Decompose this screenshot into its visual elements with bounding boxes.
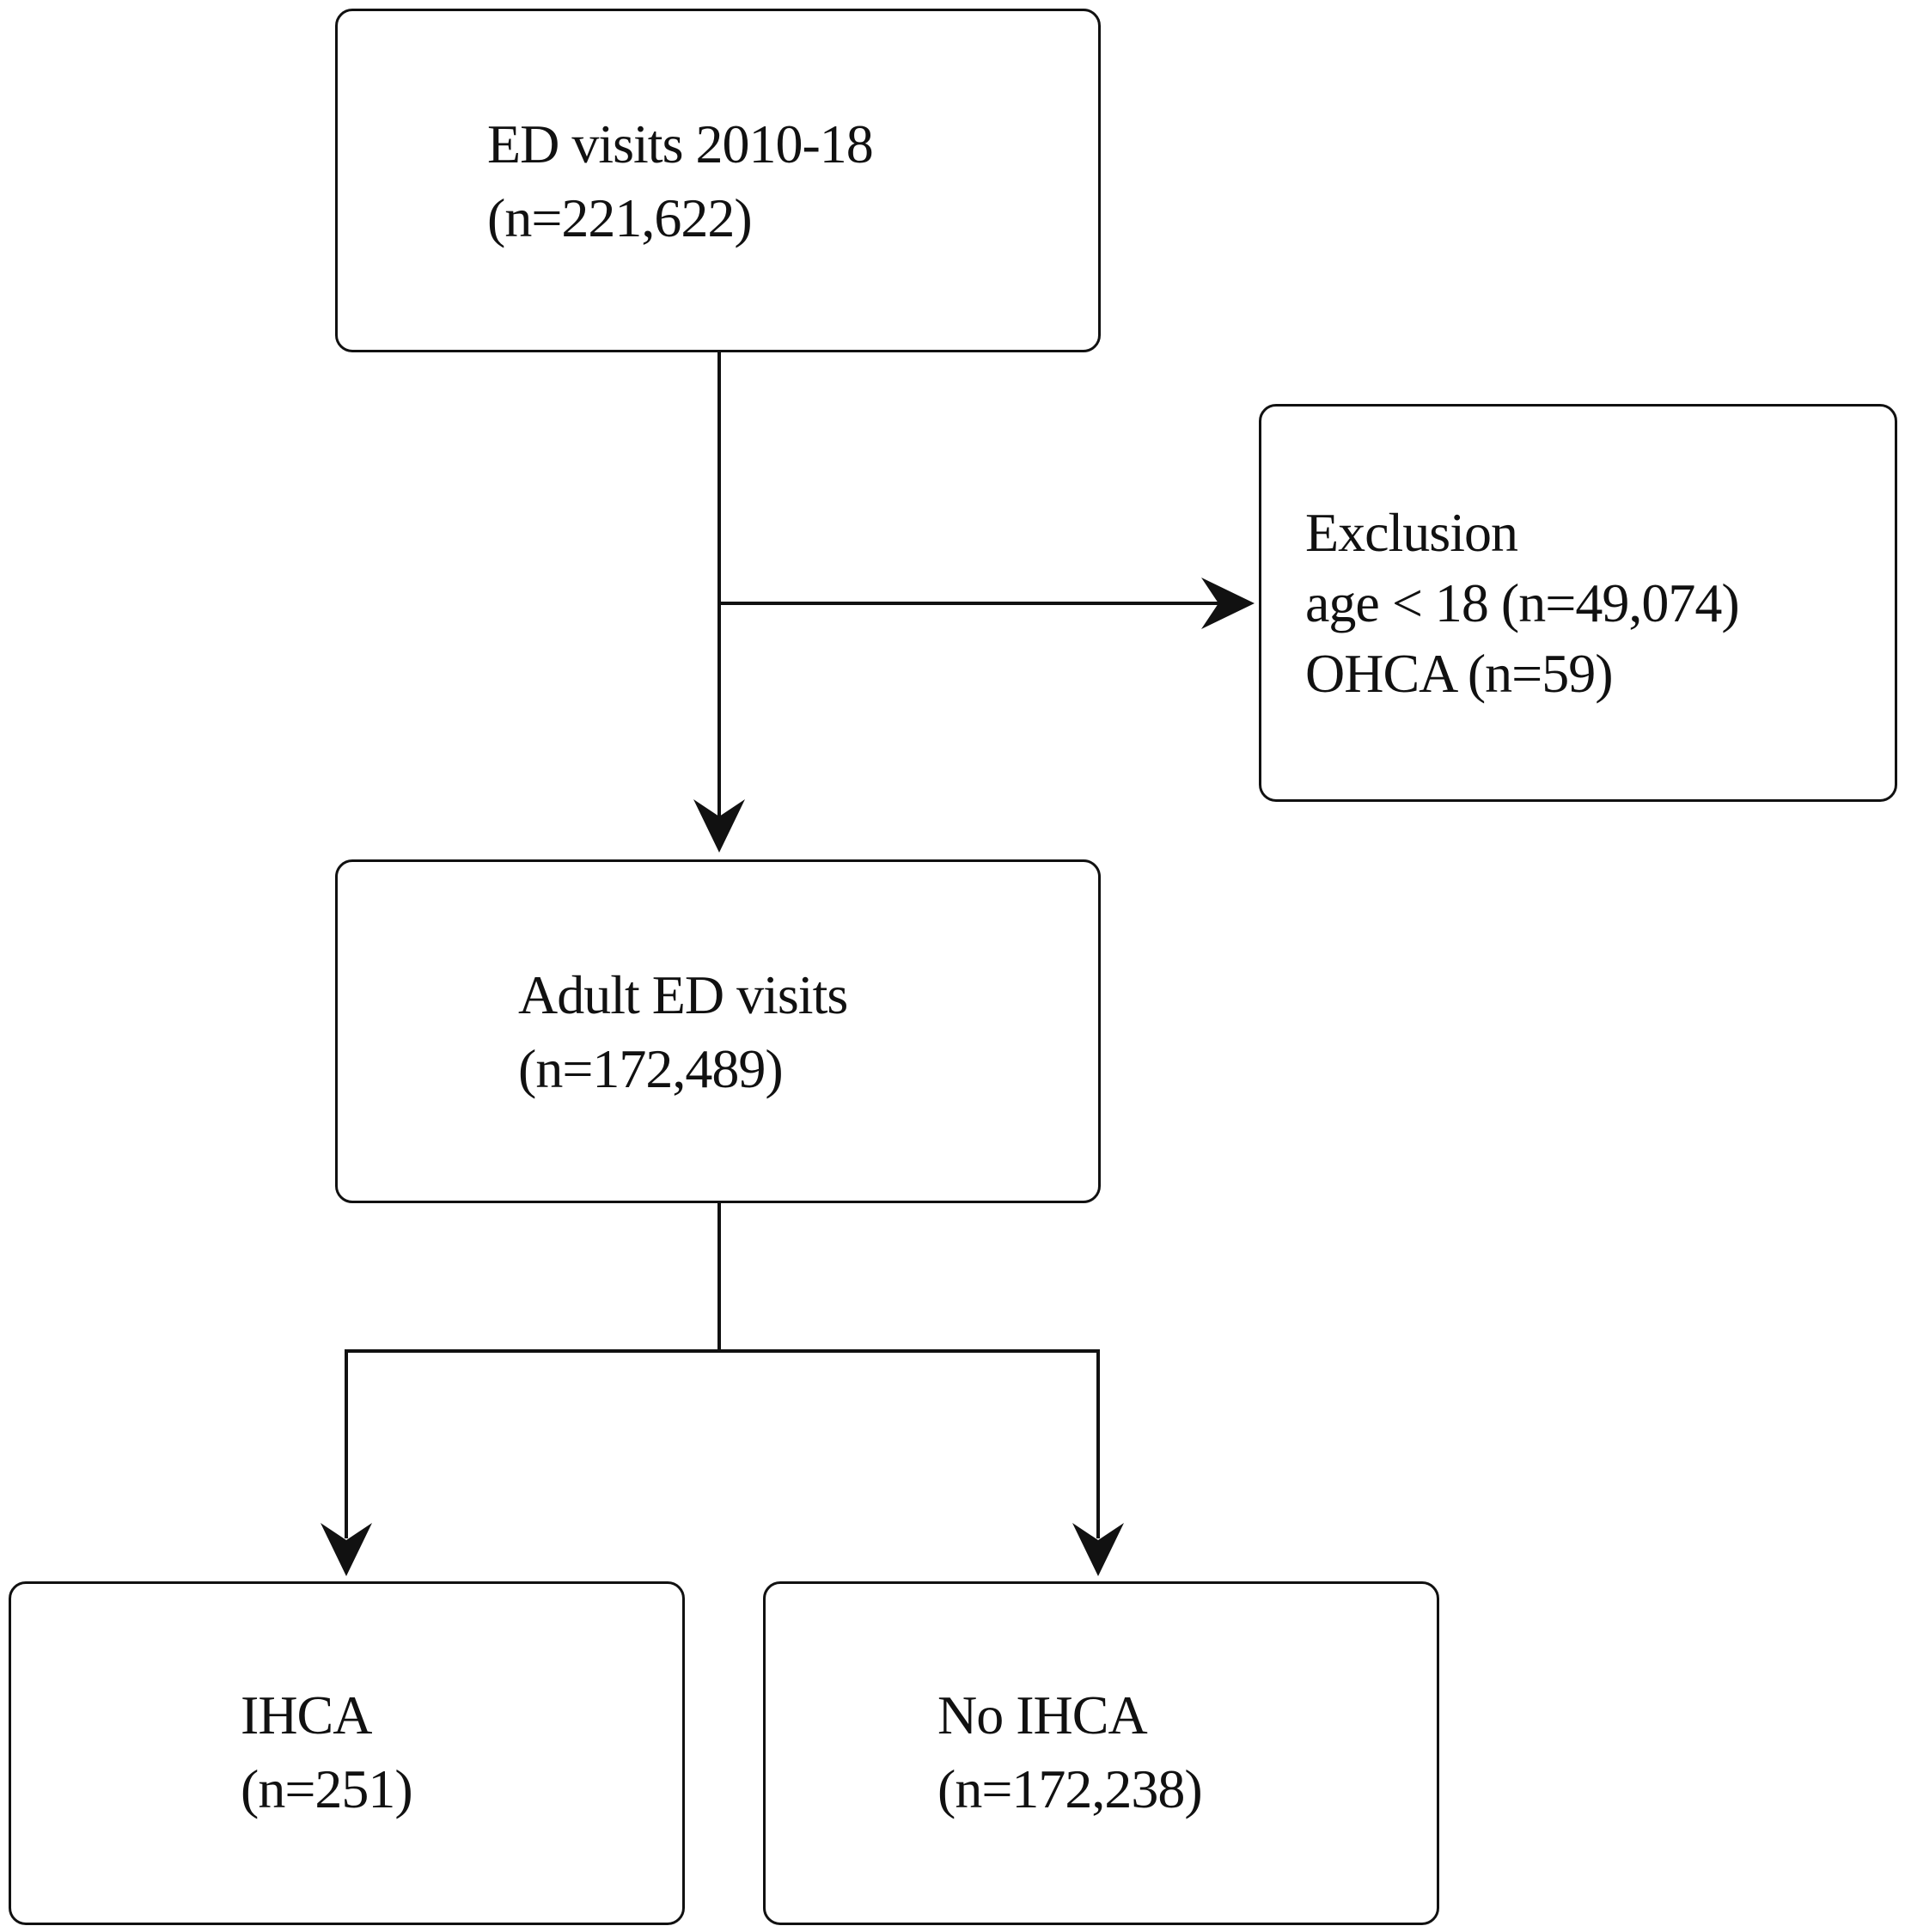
node-ed-visits-count: (n=221,622) [487, 187, 753, 248]
arrowhead-adult-icon [693, 799, 745, 853]
node-ed-visits-text: ED visits 2010-18 (n=221,622) [487, 107, 874, 255]
node-exclusion-age: age < 18 (n=49,074) [1305, 572, 1740, 633]
node-ihca-count: (n=251) [241, 1758, 413, 1819]
node-exclusion-ohca: OHCA (n=59) [1305, 643, 1614, 704]
node-adult-ed-visits-title: Adult ED visits [518, 964, 848, 1025]
node-ed-visits: ED visits 2010-18 (n=221,622) [335, 9, 1101, 352]
node-exclusion-text: Exclusion age < 18 (n=49,074) OHCA (n=59… [1305, 498, 1740, 709]
node-exclusion: Exclusion age < 18 (n=49,074) OHCA (n=59… [1259, 404, 1897, 802]
node-adult-ed-visits: Adult ED visits (n=172,489) [335, 859, 1101, 1203]
node-no-ihca-title: No IHCA [937, 1684, 1148, 1746]
node-adult-ed-visits-count: (n=172,489) [518, 1038, 784, 1099]
arrowhead-exclusion-icon [1201, 578, 1255, 629]
node-no-ihca-text: No IHCA (n=172,238) [937, 1678, 1203, 1826]
node-no-ihca-count: (n=172,238) [937, 1758, 1203, 1819]
arrowhead-ihca-icon [321, 1523, 372, 1576]
node-no-ihca: No IHCA (n=172,238) [763, 1581, 1439, 1925]
node-ihca-title: IHCA [241, 1684, 372, 1746]
node-ihca-text: IHCA (n=251) [241, 1678, 413, 1826]
node-ihca: IHCA (n=251) [9, 1581, 685, 1925]
node-adult-ed-visits-text: Adult ED visits (n=172,489) [518, 958, 848, 1106]
node-exclusion-title: Exclusion [1305, 502, 1518, 563]
node-ed-visits-title: ED visits 2010-18 [487, 113, 874, 174]
arrowhead-no-ihca-icon [1072, 1523, 1124, 1576]
